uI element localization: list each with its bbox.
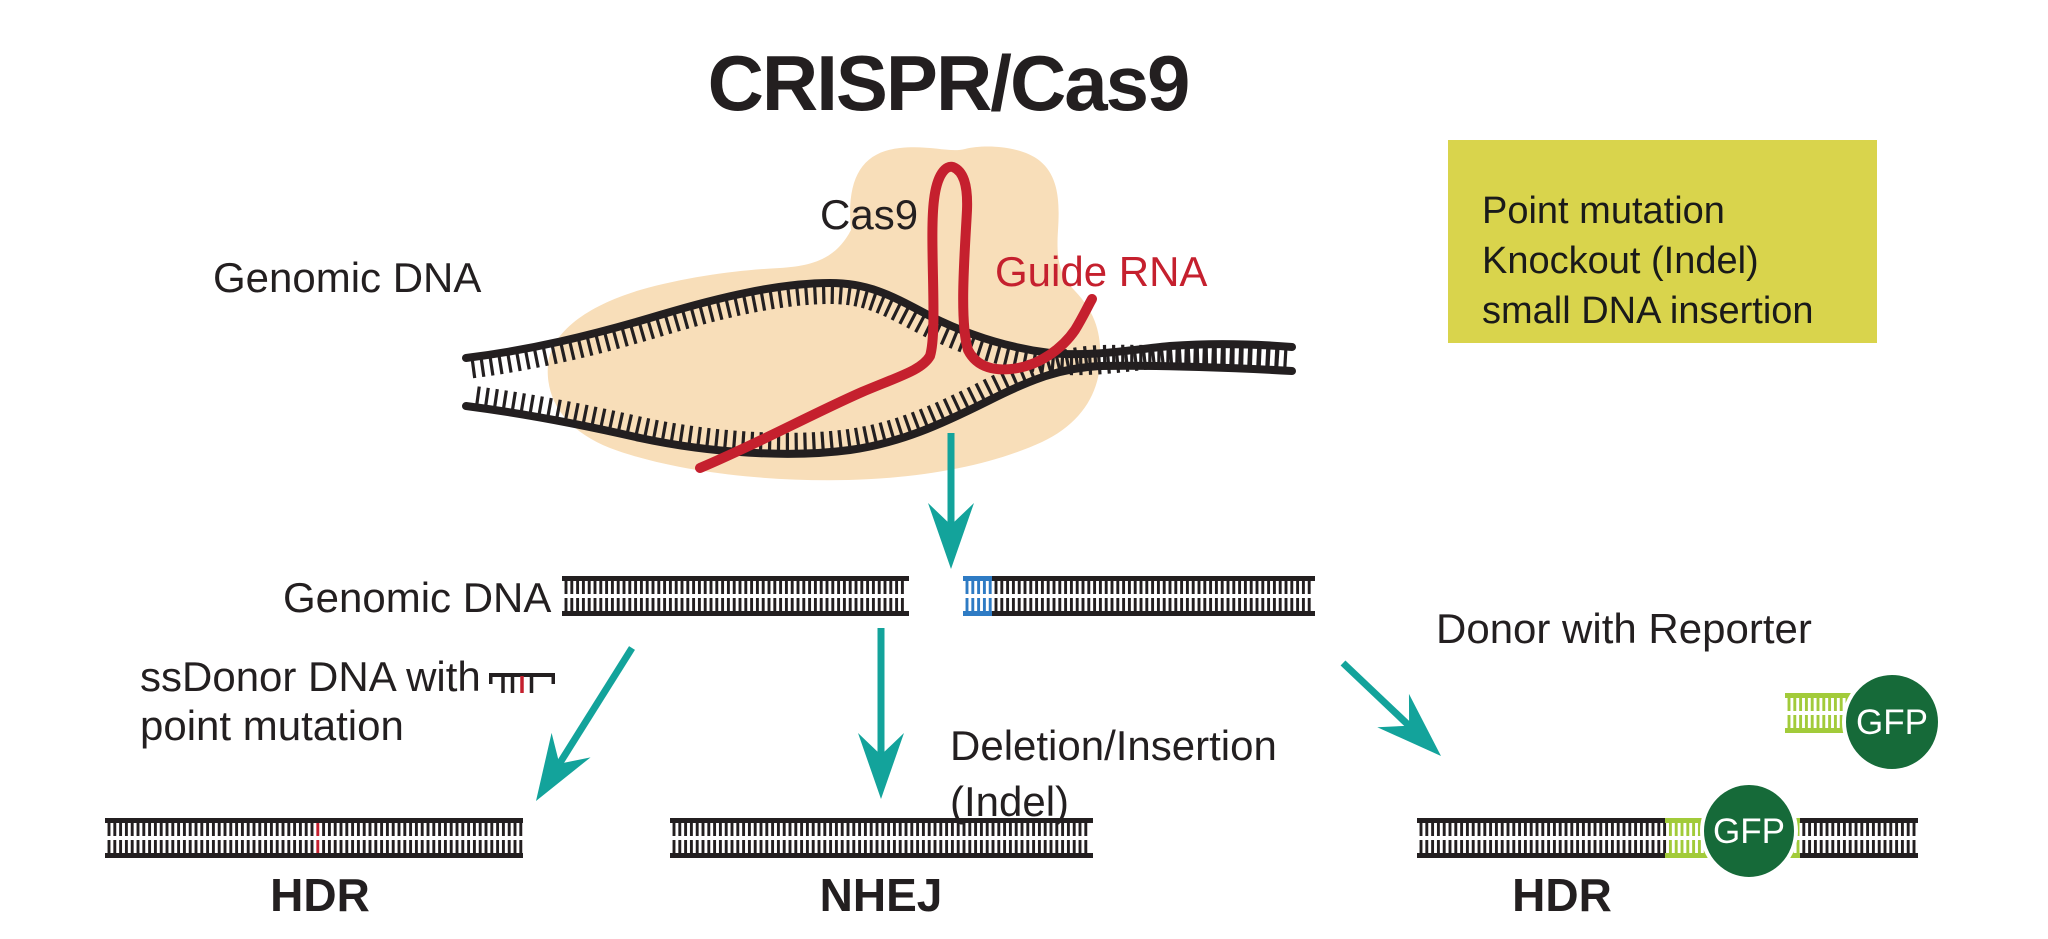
- genomic-dna-cut-left-segment: [562, 576, 909, 616]
- page-title: CRISPR/Cas9: [707, 39, 1191, 127]
- indel-label-line2: (Indel): [950, 778, 1070, 825]
- ssdonor-label-line1: ssDonor DNA with: [140, 653, 481, 700]
- callout-line-1: Point mutation: [1482, 190, 1725, 232]
- outcome-nhej-label: NHEJ: [819, 869, 943, 921]
- cas9-label: Cas9: [820, 191, 919, 238]
- cut-arrow: [928, 433, 974, 569]
- hdr-point-mutation-dna: [105, 818, 523, 858]
- genomic-dna-top-label: Genomic DNA: [213, 254, 482, 301]
- genomic-dna-mid-label: Genomic DNA: [283, 574, 552, 621]
- hdr-right-branch-arrow: [1340, 660, 1441, 756]
- gfp-integrated-label: GFP: [1713, 812, 1785, 851]
- outcome-hdr-left-label: HDR: [270, 869, 370, 921]
- hdr-gfp-integrated-dna: [1417, 818, 1918, 858]
- gfp-integrated-circle: [1700, 781, 1798, 881]
- genomic-dna-wave: [462, 278, 1296, 458]
- hdr-left-branch-arrow: [536, 646, 635, 801]
- callout-line-3: small DNA insertion: [1482, 290, 1814, 332]
- outcome-hdr-right-label: HDR: [1512, 869, 1612, 921]
- guide-rna-label: Guide RNA: [995, 248, 1208, 295]
- ssdonor-label-line2: point mutation: [140, 702, 404, 749]
- gfp-donor-label: GFP: [1856, 703, 1928, 742]
- donor-with-reporter-label: Donor with Reporter: [1436, 605, 1812, 652]
- indel-label-line1: Deletion/Insertion: [950, 722, 1277, 769]
- genomic-dna-cut-right-segment: [963, 576, 1315, 616]
- outcomes-callout-box: Point mutation Knockout (Indel) small DN…: [1448, 140, 1877, 343]
- callout-line-2: Knockout (Indel): [1482, 240, 1759, 282]
- nhej-repaired-dna: [670, 818, 1093, 858]
- gfp-donor-circle: [1842, 671, 1942, 773]
- nhej-branch-arrow: [858, 628, 904, 799]
- guide-rna-curve: [695, 161, 1097, 473]
- ssdonor-fragment: [489, 673, 555, 693]
